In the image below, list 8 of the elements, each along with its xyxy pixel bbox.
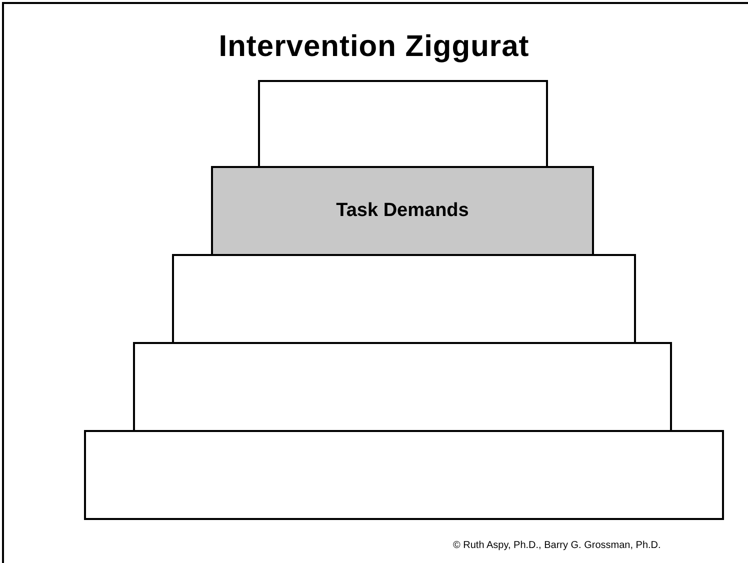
tier-box [133, 342, 672, 432]
diagram-title: Intervention Ziggurat [218, 30, 530, 64]
tier-box [172, 254, 636, 344]
tier-box [84, 430, 724, 520]
copyright-note: © Ruth Aspy, Ph.D., Barry G. Grossman, Ph.D. [453, 540, 661, 551]
tier-box [211, 166, 594, 256]
tier-box [258, 80, 548, 168]
tier-label: Task Demands [336, 200, 469, 222]
